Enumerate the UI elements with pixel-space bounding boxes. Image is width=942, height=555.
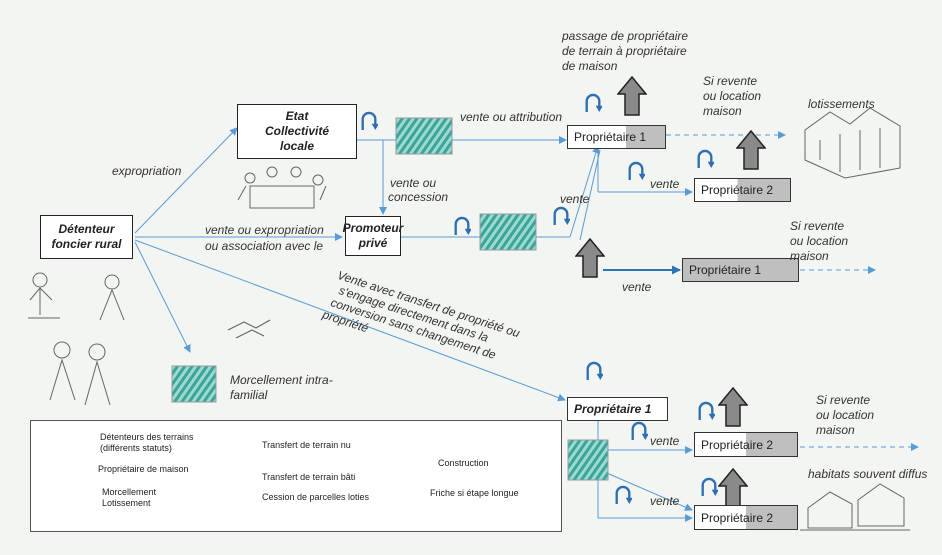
label-passage-3: de maison [562,59,618,73]
proprietaire1-top-label: Propriétaire 1 [574,130,647,144]
label-revente-top-3: maison [703,104,742,118]
house-icon-4 [718,387,748,427]
promoteur-label: Promoteur privé [342,221,404,250]
handshake-icon [227,319,271,339]
legend-proprietaire-maison: Propriétaire de maison [98,464,189,474]
label-revente-bot-2: ou location [816,408,875,422]
arrow-vente2 [579,149,601,241]
label-revente-bot-1: Si revente [816,393,871,407]
proprietaire2-b2-label: Propriétaire 2 [701,510,774,525]
friche-icon-10 [615,485,632,506]
lotissement-sketch-icon [804,107,901,179]
meeting-sketch-icon [237,166,327,209]
proprietaire2-b1-node: Propriétaire 2 [694,432,798,457]
legend-transfert-bati: Transfert de terrain bâti [262,472,356,482]
house-icon-2 [736,130,766,170]
label-vente-d: vente [650,434,680,448]
legend-cession: Cession de parcelles loties [262,492,370,502]
friche-icon-4 [585,93,602,114]
parcel-icon-bottom [567,439,609,481]
habitat-sketch-icon [800,483,910,531]
label-vente-b: vente [650,177,680,191]
label-habitats: habitats souvent diffus [808,467,928,481]
legend-morcellement-1: Morcellement [102,487,157,497]
proprietaire1-mid-node: Propriétaire 1 [682,258,799,282]
proprietaire1-bottom-label: Propriétaire 1 [574,402,652,416]
parcel-icon-morcellement [171,365,217,403]
legend-friche: Friche si étape longue [430,488,519,498]
proprietaire1-bottom-node: Propriétaire 1 [567,397,668,421]
etat-label: Etat Collectivité locale [264,109,330,153]
arrow-to-proprietaire1-bottom [134,239,566,402]
friche-icon-7 [586,361,603,382]
friche-icon-11 [701,477,718,498]
proprietaire2-b1-label: Propriétaire 2 [701,437,774,452]
label-vente-concession-1: vente ou [390,176,437,190]
parcel-icon-etat [395,117,453,155]
label-vente-concession-2: concession [388,190,449,204]
friche-icon-6 [628,161,645,182]
label-vente-expropriation-2: ou association avec le [205,239,324,253]
friche-icon-5 [697,149,714,170]
arrow-to-morcellement [134,241,191,353]
label-revente-bot-3: maison [816,423,855,437]
label-vente-expropriation-1: vente ou expropriation [205,223,324,237]
legend-detenteurs-2: (différents statuts) [100,443,172,453]
label-revente-top-2: ou location [703,89,762,103]
house-icon-3 [575,238,605,278]
friche-icon-2 [454,216,471,237]
promoteur-node: Promoteur privé [342,216,404,256]
proprietaire2-b2-node: Propriétaire 2 [694,505,798,530]
house-icon-1 [617,76,647,116]
legend-transfert-nu: Transfert de terrain nu [262,440,351,450]
people-sketch-icon [28,272,125,406]
label-morcellement-1: Morcellement intra- [230,373,333,387]
parcel-icon-promoteur [479,213,537,251]
proprietaire2-top-label: Propriétaire 2 [701,183,774,197]
label-morcellement-2: familial [230,388,268,402]
label-passage-1: passage de propriétaire [562,29,689,43]
detenteur-label: Détenteur foncier rural [51,222,122,251]
proprietaire1-mid-label: Propriétaire 1 [689,263,762,277]
label-passage-2: de terrain à propriétaire [562,44,687,58]
label-vente-c: vente [622,280,652,294]
friche-icon-3 [553,206,570,227]
legend-box [30,420,562,532]
arrow-vente-prop1 [569,145,600,238]
detenteur-foncier-node: Détenteur foncier rural [40,215,133,259]
legend-construction: Construction [438,458,489,468]
arrow-to-etat [134,127,238,234]
legend-detenteurs-1: Détenteurs des terrains [100,432,194,442]
proprietaire1-top-node: Propriétaire 1 [567,125,666,149]
friche-icon-9 [631,421,648,442]
label-expropriation: expropriation [112,164,182,178]
label-lotissements: lotissements [808,97,875,111]
friche-icon-8 [698,401,715,422]
label-revente-mid-3: maison [790,249,829,263]
proprietaire2-top-node: Propriétaire 2 [694,178,791,202]
label-revente-mid-2: ou location [790,234,849,248]
etat-node: Etat Collectivité locale [237,104,357,159]
label-vente-e: vente [650,494,680,508]
house-icon-5 [718,468,748,508]
label-revente-mid-1: Si revente [790,219,845,233]
label-vente-attribution: vente ou attribution [460,110,563,124]
legend-morcellement-2: Lotissement [102,498,151,508]
friche-icon-1 [361,111,378,132]
label-vente-a: vente [560,192,590,206]
label-revente-top-1: Si revente [703,74,758,88]
